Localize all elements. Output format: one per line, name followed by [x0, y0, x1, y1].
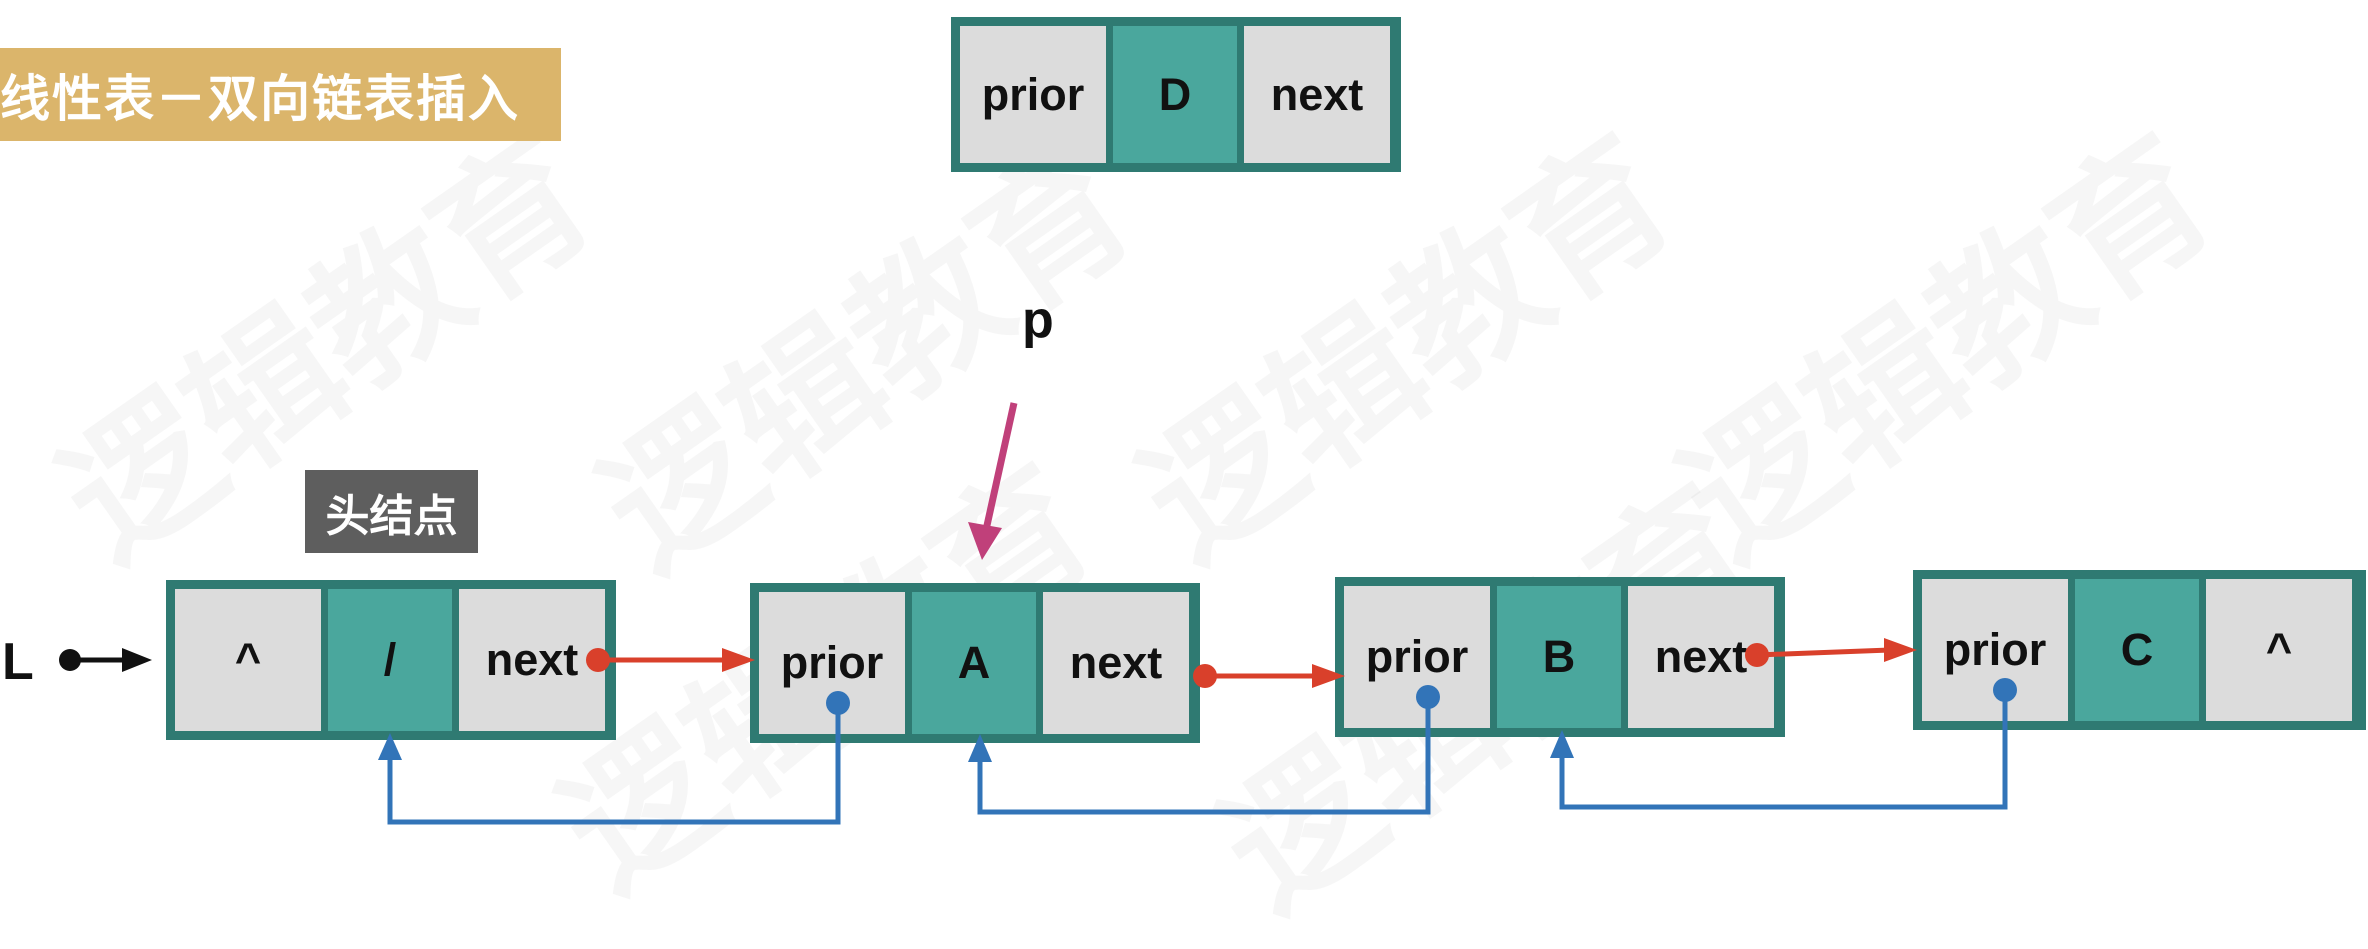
head-data-field: / — [328, 589, 452, 731]
node-b: prior B next — [1335, 577, 1785, 737]
head-node-label: 头结点 — [305, 470, 478, 553]
pointer-p-label: p — [1022, 291, 1054, 349]
node-a: prior A next — [750, 583, 1200, 743]
new-node-d: prior D next — [951, 17, 1401, 172]
prior-arrow-a-to-head — [378, 691, 850, 825]
node-b-next-field: next — [1628, 586, 1774, 728]
node-b-prior-field: prior — [1344, 586, 1490, 728]
head-prior-field: ^ — [175, 589, 321, 731]
prior-arrow-b-to-a — [968, 685, 1440, 815]
head-node: ^ / next — [166, 580, 616, 740]
new-node-next-field: next — [1244, 26, 1390, 163]
next-arrow-b-to-c — [1745, 638, 1917, 667]
head-pointer-label: L — [2, 633, 34, 691]
pointer-p-arrow — [968, 402, 1018, 560]
node-b-data-field: B — [1497, 586, 1621, 728]
node-c-prior-field: prior — [1922, 579, 2068, 721]
node-a-data-field: A — [912, 592, 1036, 734]
node-c-next-field: ^ — [2206, 579, 2352, 721]
node-c-data-field: C — [2075, 579, 2199, 721]
new-node-prior-field: prior — [960, 26, 1106, 163]
head-pointer-arrow — [59, 648, 152, 672]
node-a-next-field: next — [1043, 592, 1189, 734]
head-next-field: next — [459, 589, 605, 731]
slide-title: 线性表－双向链表插入 — [0, 48, 561, 141]
prior-arrow-c-to-b — [1550, 678, 2017, 810]
next-arrow-a-to-b — [1193, 664, 1345, 688]
arrows-layer — [59, 402, 2017, 825]
node-c: prior C ^ — [1913, 570, 2366, 730]
next-arrow-head-to-a — [586, 648, 755, 672]
new-node-data-field: D — [1113, 26, 1237, 163]
